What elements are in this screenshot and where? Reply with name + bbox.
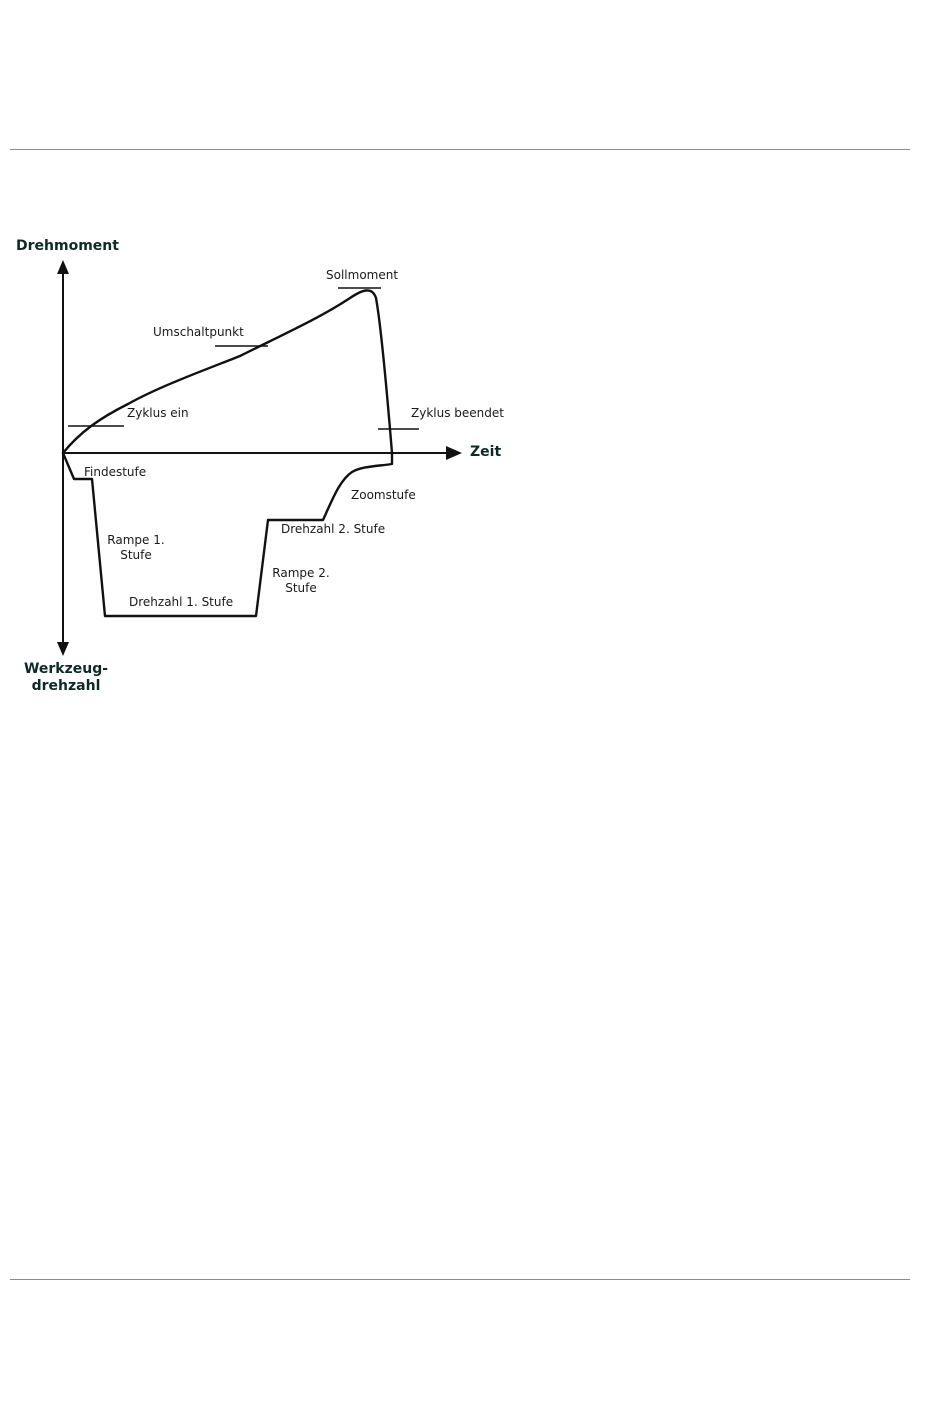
label-umschaltpunkt: Umschaltpunkt	[153, 325, 244, 339]
label-drehzahl-2-stufe: Drehzahl 2. Stufe	[281, 522, 385, 536]
label-sollmoment: Sollmoment	[326, 268, 398, 282]
label-rampe-1-line2: Stufe	[120, 548, 152, 562]
arrow-up-icon	[57, 260, 69, 274]
label-rampe-2-line2: Stufe	[285, 581, 317, 595]
arrow-right-icon	[446, 446, 462, 460]
label-rampe-1-line1: Rampe 1.	[107, 533, 164, 547]
axis-label-zeit: Zeit	[470, 444, 501, 460]
arrow-down-icon	[57, 642, 69, 656]
label-findestufe: Findestufe	[84, 465, 146, 479]
bottom-divider	[10, 1279, 910, 1280]
torque-curve	[63, 290, 392, 453]
label-zoomstufe: Zoomstufe	[351, 488, 416, 502]
label-zyklus-beendet: Zyklus beendet	[411, 406, 504, 420]
label-drehzahl-1-stufe: Drehzahl 1. Stufe	[129, 595, 233, 609]
axis-label-werkzeug-line2: drehzahl	[32, 678, 101, 694]
axis-label-drehmoment: Drehmoment	[16, 238, 119, 254]
label-zyklus-ein: Zyklus ein	[127, 406, 189, 420]
axis-label-werkzeug-line1: Werkzeug-	[24, 661, 108, 677]
label-rampe-2-line1: Rampe 2.	[272, 566, 329, 580]
